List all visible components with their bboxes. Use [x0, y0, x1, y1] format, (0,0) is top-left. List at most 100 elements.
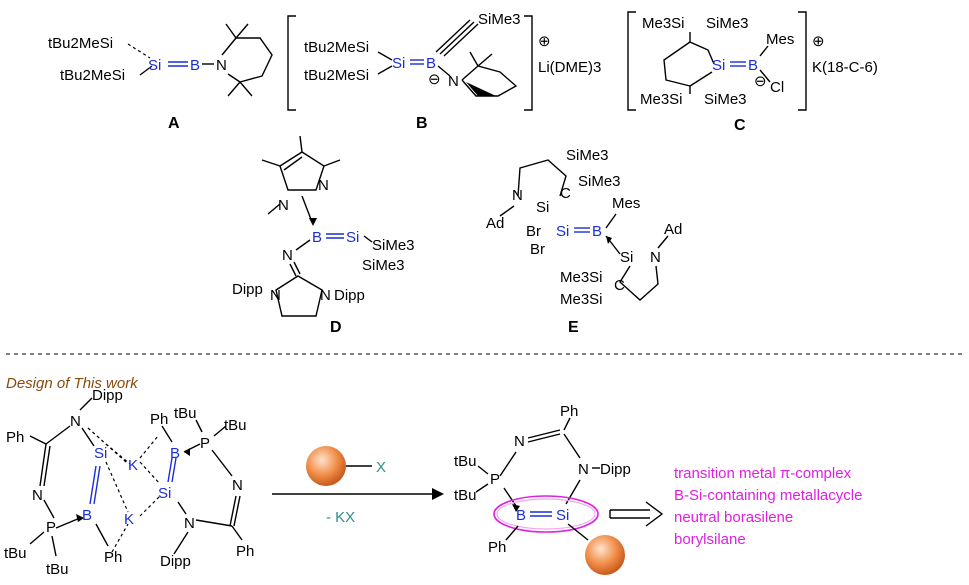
b-n-atom: N: [448, 73, 459, 90]
d-n-3: N: [282, 247, 293, 264]
dimer-ph-3: Ph: [150, 411, 168, 428]
label-d: D: [330, 319, 342, 336]
dimer-p-2: P: [200, 435, 210, 452]
b-plus-charge: ⊕: [538, 33, 551, 50]
d-n-1: N: [318, 177, 329, 194]
dimer-b-2: B: [170, 445, 180, 462]
feature-4: borylsilane: [674, 531, 746, 548]
d-n-5: N: [270, 287, 281, 304]
reagent: X: [306, 446, 386, 486]
compound-c: Me3Si SiMe3 Si B ⊖ Mes Cl Me3Si SiMe3 ⊕ …: [627, 11, 878, 134]
product-ph-2: Ph: [488, 539, 506, 556]
highlight-ellipse: [493, 495, 599, 533]
label-a: A: [168, 115, 180, 132]
section-title: Design of This work: [6, 375, 139, 392]
product-n-2: N: [578, 461, 589, 478]
dimer-tbu-4: tBu: [224, 417, 247, 434]
a-substituent-top: tBu2MeSi: [48, 35, 113, 52]
product-dipp: Dipp: [600, 461, 631, 478]
c-minus-charge: ⊖: [754, 73, 767, 90]
label-c: C: [734, 117, 746, 134]
b-substituent-top: tBu2MeSi: [304, 39, 369, 56]
product-b: B: [516, 507, 526, 524]
b-substituent-bottom: tBu2MeSi: [304, 67, 369, 84]
dimer-si-1: Si: [94, 445, 107, 462]
dimer-ph-2: Ph: [104, 549, 122, 566]
label-e: E: [568, 319, 579, 336]
c-silyl-3: Me3Si: [640, 91, 683, 108]
c-silyl-2: SiMe3: [706, 15, 749, 32]
product-p: P: [490, 471, 500, 488]
dimer-si-2: Si: [158, 485, 171, 502]
c-silyl-4: SiMe3: [704, 91, 747, 108]
label-b: B: [416, 115, 428, 132]
b-si-atom: Si: [392, 55, 405, 72]
product-n-1: N: [514, 433, 525, 450]
a-b-atom: B: [190, 57, 200, 74]
e-silyl-2: SiMe3: [578, 173, 621, 190]
b-counterion: Li(DME)3: [538, 59, 601, 76]
c-counterion: K(18-C-6): [812, 59, 878, 76]
e-si-3: Si: [620, 249, 633, 266]
c-plus-charge: ⊕: [812, 33, 825, 50]
e-si-1: Si: [536, 199, 549, 216]
dimer-dipp-2: Dipp: [160, 553, 191, 570]
feature-1: transition metal π-complex: [674, 465, 852, 482]
dimer-tbu-1: tBu: [4, 545, 27, 562]
e-c-1: C: [560, 185, 571, 202]
dimer-p-1: P: [46, 519, 56, 536]
dimer-k-1: K: [128, 457, 138, 474]
product-metal-sphere: [585, 535, 625, 575]
b-b-atom: B: [426, 55, 436, 72]
e-silyl-1: SiMe3: [566, 147, 609, 164]
dimer-n-1: N: [70, 413, 81, 430]
c-b-atom: B: [748, 57, 758, 74]
feature-3: neutral borasilene: [674, 509, 793, 526]
product-feature-list: transition metal π-complex B-Si-containi…: [674, 465, 862, 548]
e-c-2: C: [614, 277, 625, 294]
d-n-4: N: [320, 287, 331, 304]
dimer-n-3: N: [232, 477, 243, 494]
e-n-1: N: [512, 187, 523, 204]
dimer-k-2: K: [124, 511, 134, 528]
b-alkyne-silyl: SiMe3: [478, 11, 521, 28]
c-mes: Mes: [766, 31, 794, 48]
compound-e: N C SiMe3 SiMe3 Si Ad Br Br Si B Mes Si …: [486, 147, 682, 336]
e-ad-1: Ad: [486, 215, 504, 232]
product-tbu-1: tBu: [454, 453, 477, 470]
e-n-2: N: [650, 249, 661, 266]
compound-a: tBu2MeSi tBu2MeSi Si B N A: [48, 23, 273, 132]
e-br-1: Br: [526, 223, 541, 240]
a-substituent-bottom: tBu2MeSi: [60, 67, 125, 84]
implication-arrow: [609, 501, 664, 527]
byproduct-label: - KX: [326, 509, 355, 526]
product-ph-1: Ph: [560, 403, 578, 420]
e-silyl-3: Me3Si: [560, 269, 603, 286]
compound-b: tBu2MeSi tBu2MeSi Si B ⊖ SiMe3 N ⊕ Li(DM…: [287, 11, 601, 132]
a-n-atom: N: [216, 57, 227, 74]
d-si-atom: Si: [346, 229, 359, 246]
e-si-2: Si: [556, 223, 569, 240]
e-mes: Mes: [612, 195, 640, 212]
dimer-tbu-2: tBu: [46, 561, 69, 578]
reagent-x: X: [376, 459, 386, 476]
d-silyl-2: SiMe3: [362, 257, 405, 274]
dimer-b-1: B: [82, 507, 92, 524]
d-n-2: N: [278, 197, 289, 214]
c-si-atom: Si: [712, 57, 725, 74]
e-silyl-4: Me3Si: [560, 291, 603, 308]
c-cl: Cl: [770, 79, 784, 96]
dimer-n-2: N: [32, 487, 43, 504]
dimer-tbu-3: tBu: [174, 405, 197, 422]
product-tbu-2: tBu: [454, 487, 477, 504]
metal-fragment-sphere: [306, 446, 346, 486]
d-dipp-2: Dipp: [232, 281, 263, 298]
dimer-ph-1: Ph: [6, 429, 24, 446]
product-si: Si: [556, 507, 569, 524]
c-silyl-1: Me3Si: [642, 15, 685, 32]
e-b-atom: B: [592, 223, 602, 240]
product: N Ph N Dipp P tBu tBu B Si Ph: [454, 403, 631, 575]
d-silyl-1: SiMe3: [372, 237, 415, 254]
e-ad-2: Ad: [664, 221, 682, 238]
